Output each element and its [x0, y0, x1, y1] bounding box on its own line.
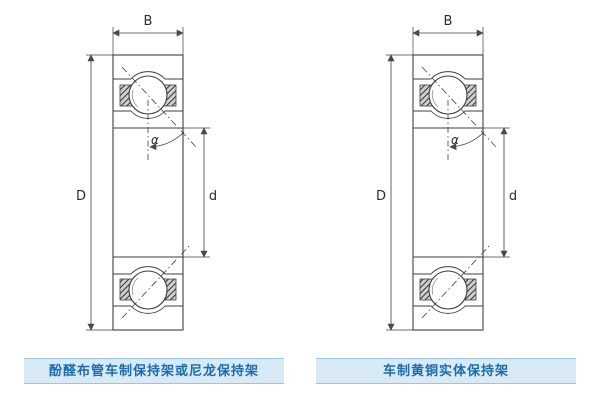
dim-label-contact-angle-right: α	[451, 133, 459, 147]
dim-label-bore-diameter-left: d	[209, 189, 217, 204]
dim-label-width-left: B	[144, 14, 153, 29]
bearing-diagrams: B D d α B D d α	[76, 14, 517, 352]
caption-left: 酚醛布管车制保持架或尼龙保持架	[24, 358, 284, 384]
caption-right: 车制黄铜实体保持架	[316, 358, 576, 384]
dim-label-width-right: B	[444, 14, 453, 29]
dim-label-bore-diameter-right: d	[509, 189, 517, 204]
bearing-drawing-right	[386, 27, 510, 330]
caption-right-text: 车制黄铜实体保持架	[382, 363, 509, 378]
dim-label-outer-diameter-right: D	[376, 189, 386, 204]
dim-label-outer-diameter-left: D	[76, 189, 86, 204]
bearing-drawing-left	[86, 27, 210, 330]
caption-left-text: 酚醛布管车制保持架或尼龙保持架	[48, 363, 259, 378]
dim-label-contact-angle-left: α	[151, 133, 159, 147]
